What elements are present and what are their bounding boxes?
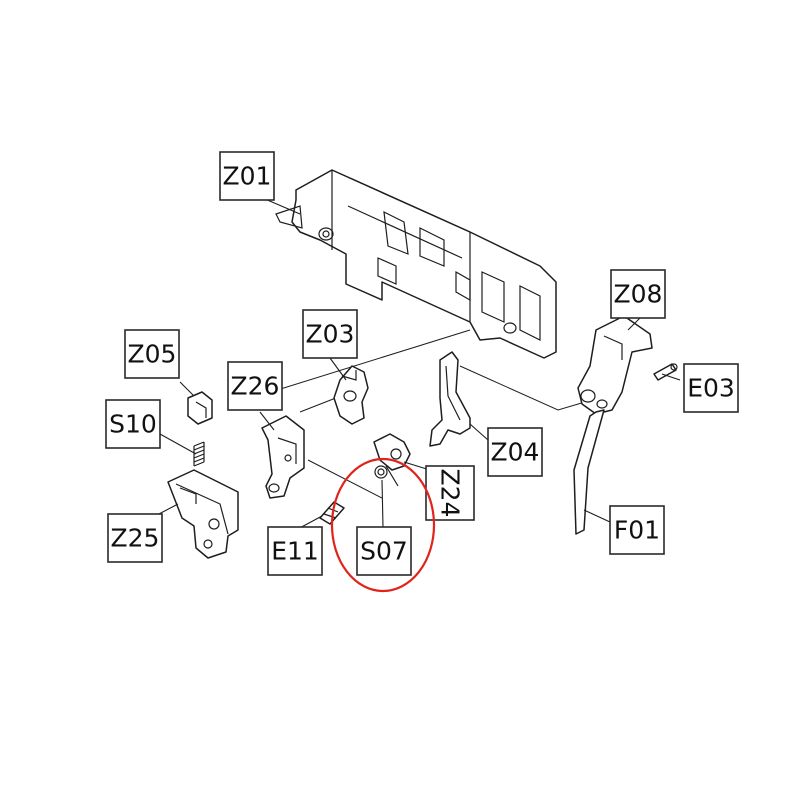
label-s10: S10 [105,399,161,449]
part-z08-hammer [577,315,653,415]
label-z26: Z26 [227,361,283,411]
label-z26-text: Z26 [231,372,280,401]
label-z04: Z04 [487,427,543,477]
part-f01-strut [573,409,605,535]
label-z25-text: Z25 [111,524,160,553]
part-z24 [373,433,411,471]
label-s10-text: S10 [109,410,157,439]
part-z03 [333,365,369,425]
label-z08-text: Z08 [614,280,663,309]
label-z04-text: Z04 [491,438,540,467]
label-f01: F01 [609,505,665,555]
part-z25 [167,469,239,559]
label-z24-text: Z24 [436,469,465,518]
label-z25: Z25 [107,513,163,563]
highlight-circle-s07 [330,457,436,593]
label-e11-text: E11 [271,537,319,566]
part-z04-sear [429,351,471,447]
label-z08: Z08 [610,269,666,319]
label-z01: Z01 [219,151,275,201]
part-z26 [261,415,305,499]
label-z03: Z03 [302,309,358,359]
label-z03-text: Z03 [306,320,355,349]
label-f01-text: F01 [614,516,660,545]
label-e03-text: E03 [687,374,735,403]
label-z01-text: Z01 [223,162,272,191]
label-z05: Z05 [124,329,180,379]
label-e03: E03 [683,363,739,413]
label-s07: S07 [356,526,412,576]
part-z01-housing [275,169,557,359]
part-e03-pin [653,363,678,381]
part-s07-spring [374,465,399,487]
part-z05 [187,391,213,425]
part-s10-spring [193,441,205,467]
label-z05-text: Z05 [128,340,177,369]
label-s07-text: S07 [360,537,408,566]
label-e11: E11 [267,526,323,576]
